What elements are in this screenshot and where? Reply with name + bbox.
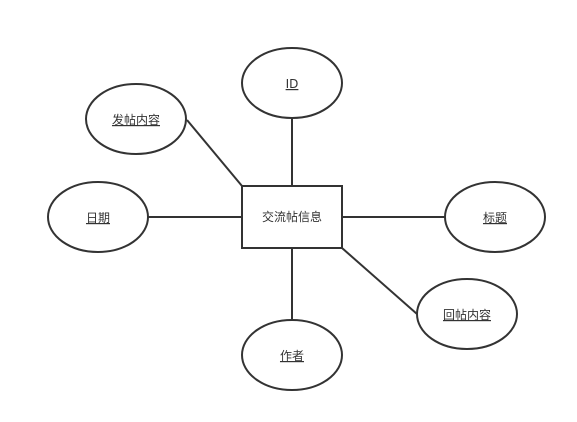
attribute-ellipse <box>241 47 343 119</box>
attribute-ellipse <box>47 181 149 253</box>
attribute-label: ID <box>286 77 299 91</box>
attribute-ellipse <box>241 319 343 391</box>
entity-post[interactable]: 交流帖信息 <box>241 185 343 249</box>
attribute-label: 回帖内容 <box>443 307 491 322</box>
attribute-reply[interactable]: 回帖内容 <box>416 278 518 350</box>
entity-box <box>241 185 343 249</box>
attribute-id[interactable]: ID <box>241 47 343 119</box>
attribute-date[interactable]: 日期 <box>47 181 149 253</box>
entity-label: 交流帖信息 <box>262 209 322 224</box>
attribute-label: 作者 <box>280 349 304 363</box>
attribute-content[interactable]: 发帖内容 <box>85 83 187 155</box>
connector-post-reply <box>341 247 418 315</box>
attribute-ellipse <box>85 83 187 155</box>
attribute-ellipse <box>416 278 518 350</box>
connector-post-content <box>186 119 243 187</box>
attribute-title[interactable]: 标题 <box>444 181 546 253</box>
attribute-author[interactable]: 作者 <box>241 319 343 391</box>
attribute-label: 发帖内容 <box>112 112 160 127</box>
attribute-label: 日期 <box>86 211 110 225</box>
attribute-ellipse <box>444 181 546 253</box>
attribute-label: 标题 <box>483 211 507 225</box>
